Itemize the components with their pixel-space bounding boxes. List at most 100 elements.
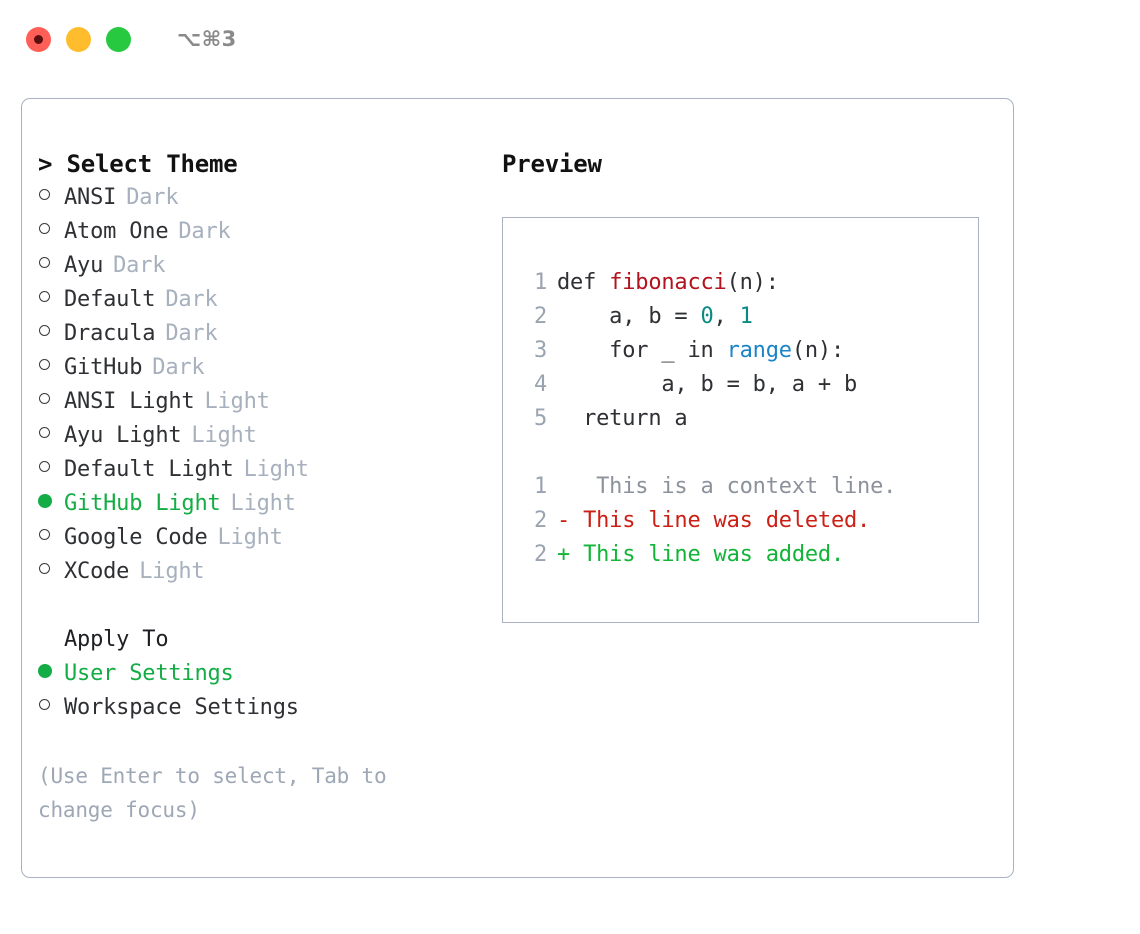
theme-option-label: Default bbox=[64, 287, 156, 312]
minimize-button[interactable] bbox=[66, 26, 91, 52]
theme-option-label: Dracula bbox=[64, 321, 156, 346]
line-number: 5 bbox=[533, 406, 547, 431]
line-number: 2 bbox=[533, 304, 547, 329]
code-token-num: 1 bbox=[739, 304, 753, 329]
theme-option-ayu-light[interactable]: Ayu Light Light bbox=[38, 419, 502, 453]
apply-to-heading: Apply To bbox=[38, 623, 502, 657]
keyboard-hint: (Use Enter to select, Tab to change focu… bbox=[38, 764, 387, 822]
code-token-plain: (n): bbox=[726, 270, 779, 295]
theme-option-tag: Dark bbox=[126, 185, 179, 210]
code-line-content: for _ in range(n): bbox=[557, 334, 844, 368]
theme-option-tag: Light bbox=[217, 525, 283, 550]
theme-option-google-code[interactable]: Google Code Light bbox=[38, 521, 502, 555]
preview-heading: Preview bbox=[502, 150, 602, 178]
apply-to-option-workspace-settings[interactable]: Workspace Settings bbox=[38, 691, 502, 725]
line-number: 1 bbox=[533, 270, 547, 295]
diff-marker: - bbox=[557, 508, 584, 533]
theme-option-label: Ayu Light bbox=[64, 423, 182, 448]
theme-option-label: ANSI bbox=[64, 185, 117, 210]
code-line: 2 a, b = 0, 1 bbox=[521, 300, 978, 334]
apply-to-label: Apply To bbox=[64, 627, 169, 652]
code-line: 1 def fibonacci(n): bbox=[521, 266, 978, 300]
theme-option-default[interactable]: Default Dark bbox=[38, 283, 502, 317]
theme-option-tag: Light bbox=[204, 389, 270, 414]
theme-option-label: Atom One bbox=[64, 219, 169, 244]
code-token-plain: a, b = b, a + b bbox=[557, 372, 858, 397]
theme-option-label: ANSI Light bbox=[64, 389, 195, 414]
code-token-plain: , bbox=[713, 304, 740, 329]
code-token-call: range bbox=[726, 338, 792, 363]
diff-text: This is a context line. bbox=[583, 474, 897, 499]
line-number: 1 bbox=[533, 474, 547, 499]
code-token-kw: for _ in bbox=[557, 338, 727, 363]
diff-marker: + bbox=[557, 542, 584, 567]
theme-option-tag: Light bbox=[139, 559, 205, 584]
theme-option-tag: Light bbox=[243, 457, 309, 482]
theme-option-label: GitHub Light bbox=[64, 491, 221, 516]
code-token-fn: fibonacci bbox=[609, 270, 727, 295]
diff-text: This line was deleted. bbox=[583, 508, 871, 533]
theme-option-github[interactable]: GitHub Dark bbox=[38, 351, 502, 385]
select-theme-heading: > Select Theme bbox=[38, 150, 238, 178]
code-line: 4 a, b = b, a + b bbox=[521, 368, 978, 402]
code-line: 5 return a bbox=[521, 402, 978, 436]
theme-option-tag: Dark bbox=[165, 287, 218, 312]
window-controls bbox=[26, 26, 131, 52]
theme-option-github-light[interactable]: GitHub Light Light bbox=[38, 487, 502, 521]
theme-option-label: XCode bbox=[64, 559, 130, 584]
theme-option-tag: Dark bbox=[152, 355, 205, 380]
theme-option-tag: Dark bbox=[178, 219, 231, 244]
diff-marker bbox=[557, 470, 583, 504]
theme-option-label: Default Light bbox=[64, 457, 234, 482]
theme-option-atom-one[interactable]: Atom One Dark bbox=[38, 215, 502, 249]
theme-option-label: GitHub bbox=[64, 355, 143, 380]
code-line-content: def fibonacci(n): bbox=[557, 266, 779, 300]
apply-to-option-user-settings[interactable]: User Settings bbox=[38, 657, 502, 691]
code-line-content: a, b = b, a + b bbox=[557, 368, 857, 402]
close-button[interactable] bbox=[26, 26, 51, 52]
theme-option-label: Google Code bbox=[64, 525, 208, 550]
diff-line-ctx: 1 This is a context line. bbox=[521, 470, 978, 504]
title-bar: ⌥⌘3 bbox=[0, 0, 1140, 78]
line-number: 3 bbox=[533, 338, 547, 363]
maximize-button[interactable] bbox=[106, 26, 131, 52]
theme-option-xcode[interactable]: XCode Light bbox=[38, 555, 502, 589]
code-line-content: a, b = 0, 1 bbox=[557, 300, 753, 334]
diff-line-add: 2 + This line was added. bbox=[521, 538, 978, 572]
theme-option-tag: Dark bbox=[165, 321, 218, 346]
diff-line-del: 2- This line was deleted. bbox=[521, 504, 978, 538]
code-diff-separator bbox=[521, 436, 978, 470]
theme-option-ansi[interactable]: ANSI Dark bbox=[38, 181, 502, 215]
code-token-kw: return a bbox=[557, 406, 688, 431]
theme-option-ansi-light[interactable]: ANSI Light Light bbox=[38, 385, 502, 419]
code-line-content: return a bbox=[557, 402, 688, 436]
line-number: 4 bbox=[533, 372, 547, 397]
code-token-plain: (n): bbox=[791, 338, 845, 363]
apply-to-option-label: Workspace Settings bbox=[64, 695, 299, 720]
line-number: 2 bbox=[533, 508, 547, 533]
theme-option-tag: Light bbox=[191, 423, 257, 448]
code-token-num: 0 bbox=[700, 304, 714, 329]
code-token-plain: a, b = bbox=[557, 304, 701, 329]
theme-option-tag: Dark bbox=[113, 253, 166, 278]
diff-sample: 1 This is a context line.2- This line wa… bbox=[521, 470, 978, 572]
diff-text: This line was added. bbox=[583, 542, 844, 567]
theme-option-dracula[interactable]: Dracula Dark bbox=[38, 317, 502, 351]
theme-option-tag: Light bbox=[230, 491, 296, 516]
apply-to-option-label: User Settings bbox=[64, 661, 234, 686]
code-line: 3 for _ in range(n): bbox=[521, 334, 978, 368]
pane-spacer bbox=[38, 589, 502, 623]
code-token-kw: def bbox=[557, 270, 610, 295]
theme-option-default-light[interactable]: Default Light Light bbox=[38, 453, 502, 487]
keyboard-shortcut-label: ⌥⌘3 bbox=[177, 27, 237, 51]
line-number: 2 bbox=[533, 542, 547, 567]
